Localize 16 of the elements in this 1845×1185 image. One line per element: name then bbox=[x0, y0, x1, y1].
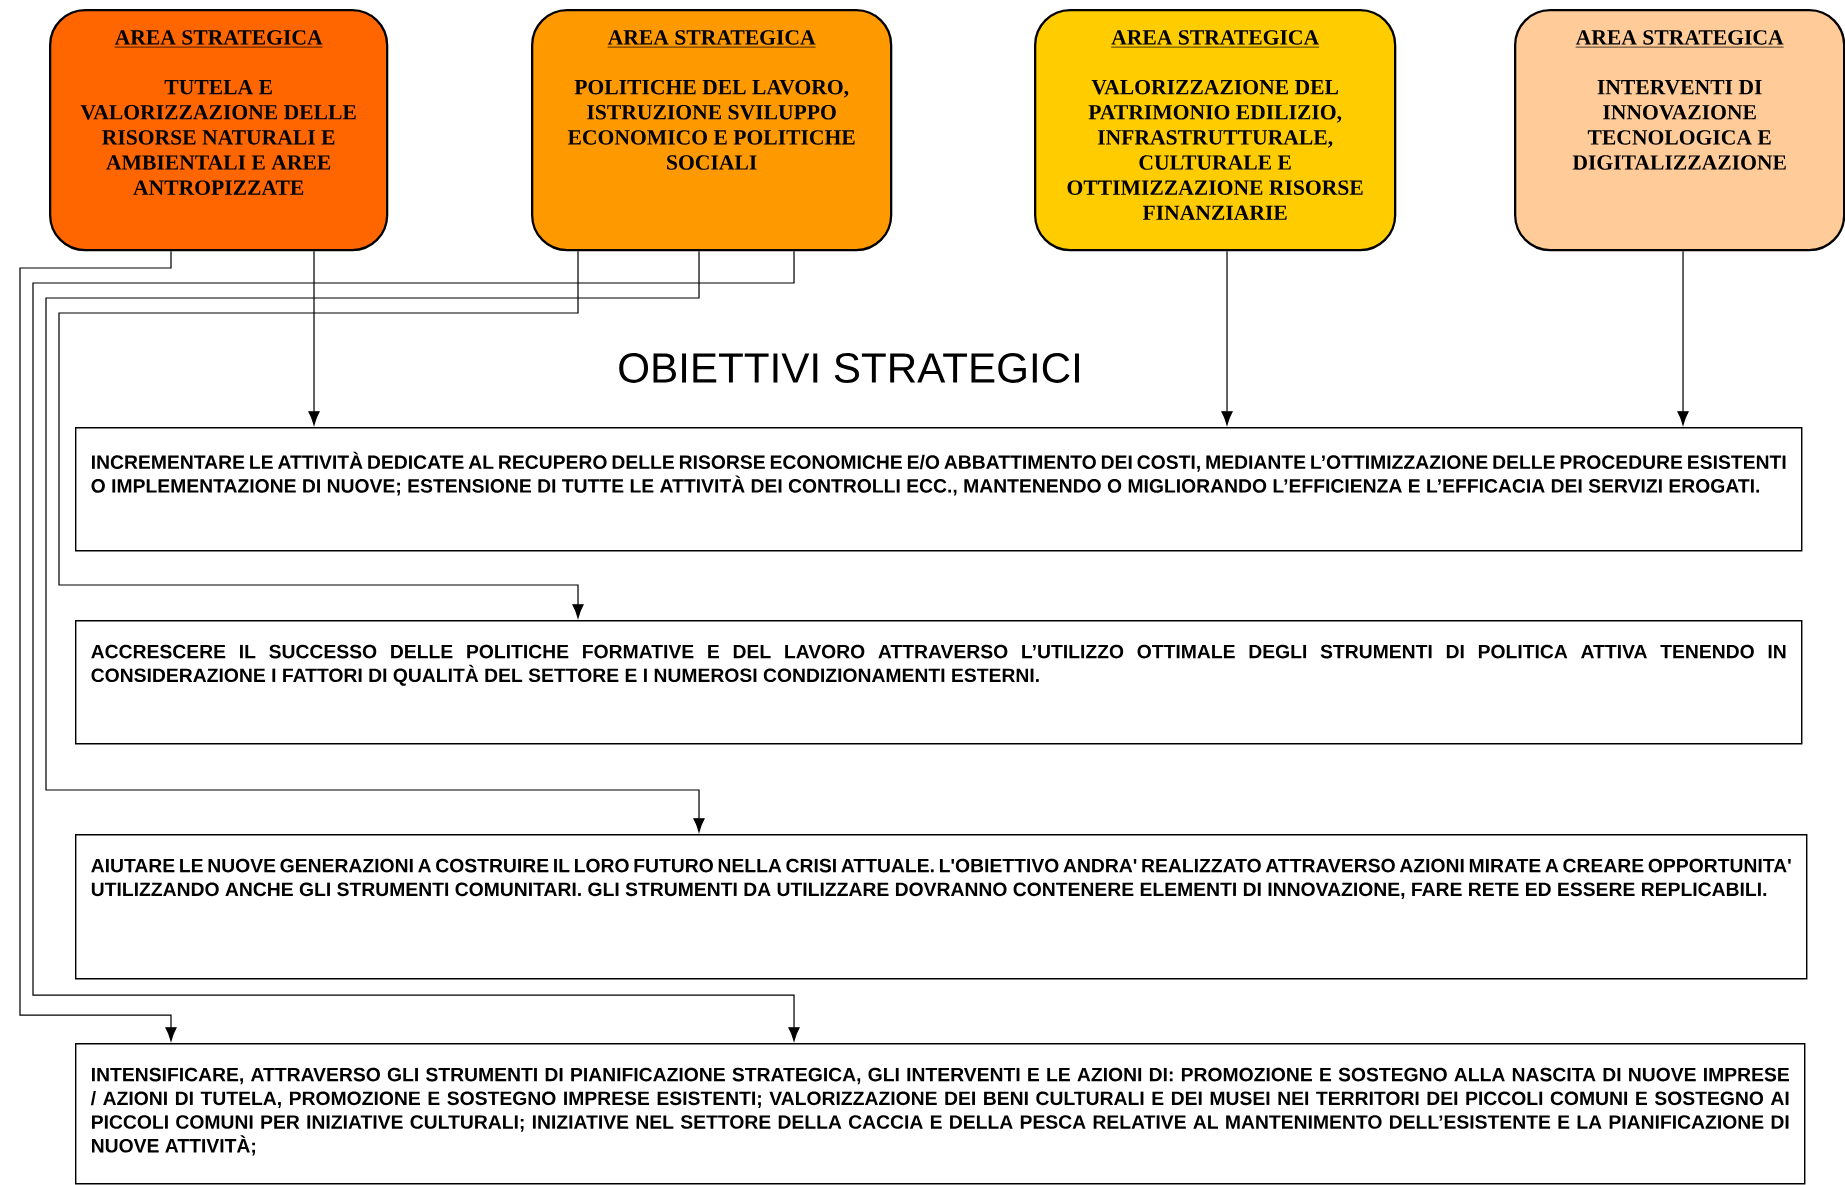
arrow bbox=[32, 250, 800, 1042]
arrow bbox=[58, 250, 584, 619]
arrow bbox=[45, 250, 705, 833]
objective-box: INTENSIFICARE, ATTRAVERSO GLI STRUMENTI DI PIANIFICAZIONE STRATEGICA, GLI INTERVENTI E LE AZIONI DI: PROMOZIONE E SOSTEGNO ALLA NASCITA DI NUOVE IMPRESE / AZIONI DI TUTELA, PROMOZIONE E SOSTEGNO IMPRESE ESISTENTI; VALORIZZAZIONE DEI BENI CULTURALI E DEI MUSEI NEI TERRITORI DEI PICCOLI COMUNI E SOSTEGNO AI PICCOLI COMUNI PER INIZIATIVE CULTURALI; INIZIATIVE NEL SETTORE DELLA CACCIA E DELLA PESCA RELATIVE AL MANTENIMENTO DELL’ESISTENTE E LA PIANIFICAZIONE DI NUOVE ATTIVITÀ; bbox=[75, 1043, 1806, 1185]
strategic-area-box: AREA STRATEGICA TUTELA E VALORIZZAZIONE DELLE RISORSE NATURALI E AMBIENTALI E AREE ANTROPIZZATE bbox=[49, 9, 389, 252]
strategic-area-box: AREA STRATEGICA INTERVENTI DI INNOVAZIONE TECNOLOGICA E DIGITALIZZAZIONE bbox=[1514, 9, 1845, 252]
arrow bbox=[308, 250, 320, 426]
arrow bbox=[1221, 250, 1233, 426]
strategic-area-box: AREA STRATEGICA VALORIZZAZIONE DEL PATRIMONIO EDILIZIO, INFRASTRUTTURALE, CULTURALE E OTTIMIZZAZIONE RISORSE FINANZIARIE bbox=[1034, 9, 1397, 252]
heading: OBIETTIVI STRATEGICI bbox=[619, 353, 1079, 383]
objective-box: INCREMENTARE LE ATTIVITÀ DEDICATE AL RECUPERO DELLE RISORSE ECONOMICHE E/O ABBATTIMENTO DEI COSTI, MEDIANTE L’OTTIMIZZAZIONE DELLE PROCEDURE ESISTENTI O IMPLEMENTAZIONE DI NUOVE; ESTENSIONE DI TUTTE LE ATTIVITÀ DEI CONTROLLI ECC., MANTENENDO O MIGLIORANDO L’EFFICIENZA E L’EFFICACIA DEI SERVIZI EROGATI. bbox=[75, 427, 1803, 552]
arrow bbox=[1677, 250, 1689, 426]
strategic-area-box: AREA STRATEGICA POLITICHE DEL LAVORO, ISTRUZIONE SVILUPPO ECONOMICO E POLITICHE SOCIALI bbox=[531, 9, 893, 252]
objective-box: ACCRESCERE IL SUCCESSO DELLE POLITICHE FORMATIVE E DEL LAVORO ATTRAVERSO L’UTILIZZO OTTIMALE DEGLI STRUMENTI DI POLITICA ATTIVA TENENDO IN CONSIDERAZIONE I FATTORI DI QUALITÀ DEL SETTORE E I NUMEROSI CONDIZIONAMENTI ESTERNI. bbox=[75, 620, 1803, 745]
objective-box: AIUTARE LE NUOVE GENERAZIONI A COSTRUIRE IL LORO FUTURO NELLA CRISI ATTUALE. L'OBIETTIVO ANDRA' REALIZZATO ATTRAVERSO AZIONI MIRATE A CREARE OPPORTUNITA' UTILIZZANDO ANCHE GLI STRUMENTI COMUNITARI. GLI STRUMENTI DA UTILIZZARE DOVRANNO CONTENERE ELEMENTI DI INNOVAZIONE, FARE RETE ED ESSERE REPLICABILI. bbox=[75, 834, 1808, 980]
arrow bbox=[19, 250, 177, 1042]
